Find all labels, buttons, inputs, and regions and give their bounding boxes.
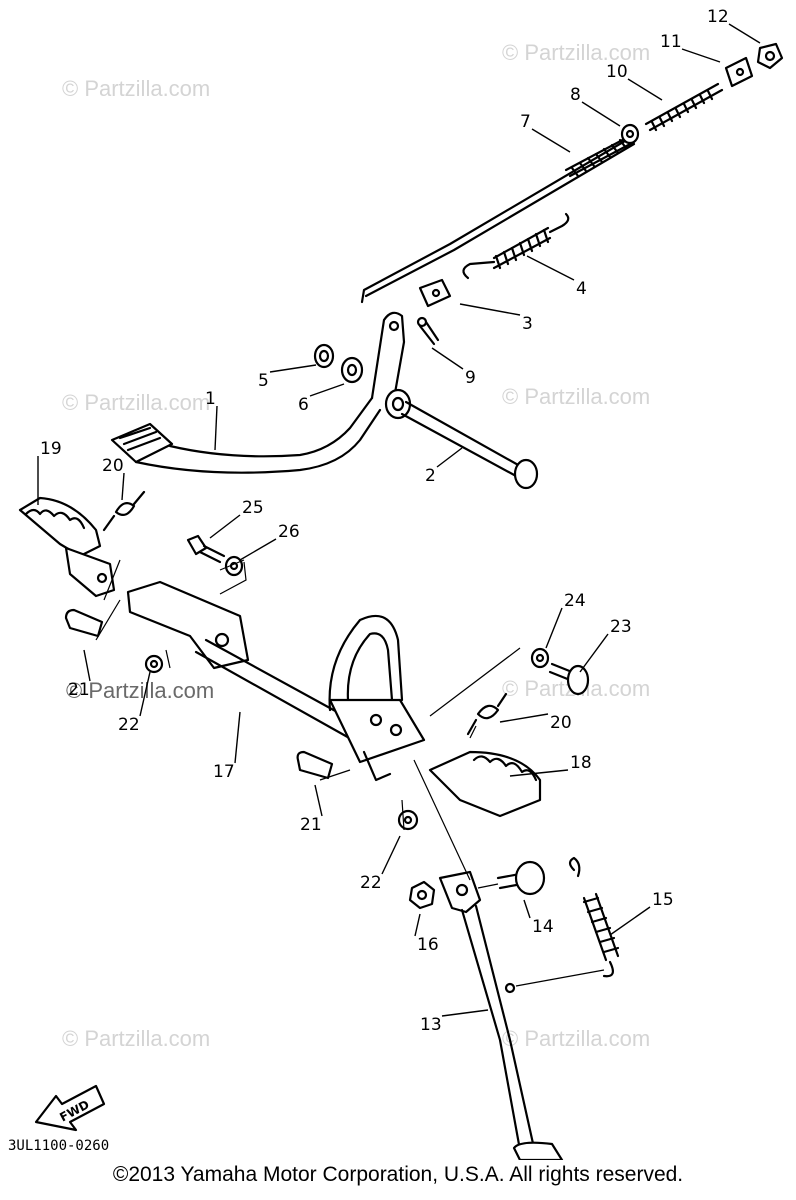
callout-c1: 1 <box>205 389 216 409</box>
leader-line-c26 <box>239 538 277 561</box>
part-adjuster-8-10-11-12 <box>620 42 784 145</box>
part-footrest-18 <box>428 750 542 818</box>
leader-line-c12 <box>728 23 761 44</box>
callout-c22b: 22 <box>360 873 382 893</box>
callout-c19: 19 <box>40 439 62 459</box>
leader-line-c9 <box>431 347 464 370</box>
callout-c20b: 20 <box>550 713 572 733</box>
diagram-code: 3UL1100-0260 <box>8 1138 109 1154</box>
leader-line-c8 <box>581 101 621 127</box>
callout-c25: 25 <box>242 498 264 518</box>
leader-line-c20a <box>121 472 125 501</box>
part-spring-15 <box>568 856 620 978</box>
parts-diagram: © Partzilla.com © Partzilla.com © Partzill… <box>8 7 784 1160</box>
leader-line-c22a <box>139 671 151 717</box>
leader-line-c11 <box>681 48 721 63</box>
part-sidestand-13 <box>438 870 564 1160</box>
dashed-guide-lines <box>95 559 605 987</box>
leader-line-c20b <box>499 713 549 723</box>
leader-line-c13 <box>441 1009 489 1017</box>
leader-line-c3 <box>459 303 521 316</box>
callout-c11: 11 <box>660 32 682 52</box>
part-pedal-shaft <box>400 400 539 490</box>
callout-c4: 4 <box>576 279 587 299</box>
leader-line-c16 <box>414 913 421 937</box>
callout-c24: 24 <box>564 591 586 611</box>
leader-line-c24 <box>545 607 563 649</box>
callout-c8: 8 <box>570 85 581 105</box>
part-pins-21 <box>64 608 334 780</box>
leader-line-c5 <box>269 364 317 373</box>
callout-c6: 6 <box>298 395 309 415</box>
part-bolt-23-washer-24 <box>530 647 590 696</box>
part-spring-20a <box>102 490 146 532</box>
callout-c10: 10 <box>606 62 628 82</box>
callout-c16: 16 <box>417 935 439 955</box>
callout-c17: 17 <box>213 762 235 782</box>
watermark-3: © Partzilla.com <box>62 390 210 415</box>
leader-line-c2 <box>436 447 463 468</box>
callout-c12: 12 <box>707 7 729 27</box>
part-brake-rod <box>360 134 636 304</box>
callout-c15: 15 <box>652 890 674 910</box>
callout-c22a: 22 <box>118 715 140 735</box>
leader-line-c10 <box>627 78 663 101</box>
callout-c2: 2 <box>425 466 436 486</box>
leader-line-c18 <box>509 769 569 777</box>
watermark-2: © Partzilla.com <box>502 40 650 65</box>
watermark-layer: © Partzilla.com © Partzilla.com © Partzill… <box>62 40 650 1051</box>
callout-c14: 14 <box>532 917 554 937</box>
watermark-7: © Partzilla.com <box>502 1026 650 1051</box>
part-spring-20b <box>466 692 508 736</box>
leader-line-c17 <box>234 711 241 764</box>
callout-c9: 9 <box>465 368 476 388</box>
leader-line-c21a <box>83 649 91 682</box>
callout-c26: 26 <box>278 522 300 542</box>
part-washers-5-6 <box>313 343 364 384</box>
callout-c23: 23 <box>610 617 632 637</box>
copyright-footer: ©2013 Yamaha Motor Corporation, U.S.A. A… <box>112 1163 684 1186</box>
part-bolt-25 <box>186 534 244 577</box>
callout-c18: 18 <box>570 753 592 773</box>
watermark-main: © Partzilla.com <box>66 678 214 703</box>
part-return-spring-4 <box>462 212 570 280</box>
watermark-6: © Partzilla.com <box>62 1026 210 1051</box>
leader-line-c21b <box>314 784 323 817</box>
watermark-1: © Partzilla.com <box>62 76 210 101</box>
part-nut-16 <box>408 880 436 910</box>
leader-line-c22b <box>381 835 401 875</box>
leader-line-c15 <box>609 906 651 936</box>
callout-c21a: 21 <box>68 680 90 700</box>
leader-line-c6 <box>309 383 345 397</box>
leader-line-c7 <box>531 128 571 153</box>
part-cotter-pin-9 <box>416 316 440 346</box>
leader-line-c25 <box>209 514 241 539</box>
fwd-arrow: FWD <box>34 1084 106 1132</box>
part-footrest-19 <box>18 496 116 598</box>
part-joint-3 <box>418 278 452 308</box>
part-footrest-bar-17 <box>126 580 426 782</box>
callout-c3: 3 <box>522 314 533 334</box>
callout-c13: 13 <box>420 1015 442 1035</box>
leader-line-c4 <box>526 255 575 281</box>
callout-c5: 5 <box>258 371 269 391</box>
leader-line-c14 <box>523 899 531 919</box>
leader-line-c23 <box>579 633 609 673</box>
part-brake-pedal <box>110 311 412 474</box>
callout-c21b: 21 <box>300 815 322 835</box>
watermark-4: © Partzilla.com <box>502 384 650 409</box>
part-bolt-14 <box>496 860 546 896</box>
callout-c7: 7 <box>520 112 531 132</box>
leader-line-c1 <box>214 405 218 451</box>
callout-c20a: 20 <box>102 456 124 476</box>
